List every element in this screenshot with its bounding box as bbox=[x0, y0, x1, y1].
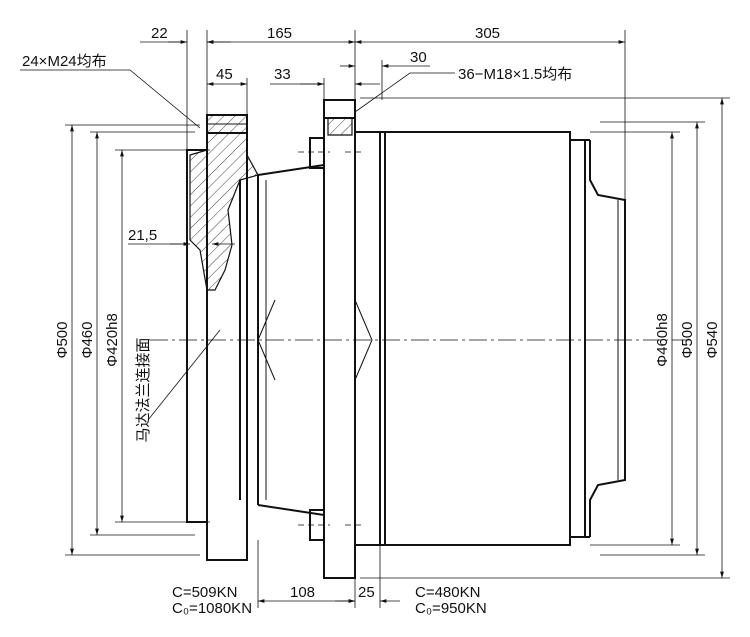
right-diameter-lines bbox=[670, 98, 724, 578]
dim-165: 165 bbox=[267, 25, 292, 42]
bottom-dimension-lines bbox=[128, 242, 400, 603]
rating-right-c0: C₀=950KN bbox=[415, 600, 487, 617]
rating-right-c: C=480KN bbox=[415, 584, 480, 601]
hub bbox=[257, 164, 325, 516]
dim-45: 45 bbox=[216, 66, 233, 83]
dim-25: 25 bbox=[358, 584, 375, 601]
dim-right-540: Φ540 bbox=[704, 322, 721, 359]
dim-right-500: Φ500 bbox=[679, 322, 696, 359]
callout-motor-flange: 马达法兰连接面 bbox=[135, 337, 152, 442]
rating-left-c: C=509KN bbox=[172, 584, 237, 601]
main-flange bbox=[298, 99, 373, 579]
left-flange bbox=[186, 114, 259, 561]
top-dimension-lines bbox=[140, 40, 625, 86]
dim-right-460: Φ460h8 bbox=[654, 313, 671, 367]
dim-left-500: Φ500 bbox=[54, 322, 71, 359]
callout-bolt-left: 24×M24均布 bbox=[22, 53, 107, 70]
dim-22: 22 bbox=[151, 25, 168, 42]
extension-lines bbox=[65, 30, 730, 608]
left-diameter-lines bbox=[70, 125, 124, 555]
dim-30: 30 bbox=[410, 49, 427, 66]
dim-33: 33 bbox=[274, 66, 291, 83]
labels: 22 165 305 45 33 30 24×M24均布 36−M18×1.5均… bbox=[22, 25, 721, 617]
dim-305: 305 bbox=[475, 25, 500, 42]
main-housing bbox=[354, 131, 626, 546]
dim-left-420: Φ420h8 bbox=[104, 313, 121, 367]
rating-left-c0: C₀=1080KN bbox=[172, 600, 252, 617]
dim-left-460: Φ460 bbox=[79, 322, 96, 359]
dim-108: 108 bbox=[290, 584, 315, 601]
dim-21-5: 21,5 bbox=[128, 227, 157, 244]
callout-bolt-right: 36−M18×1.5均布 bbox=[458, 66, 572, 83]
